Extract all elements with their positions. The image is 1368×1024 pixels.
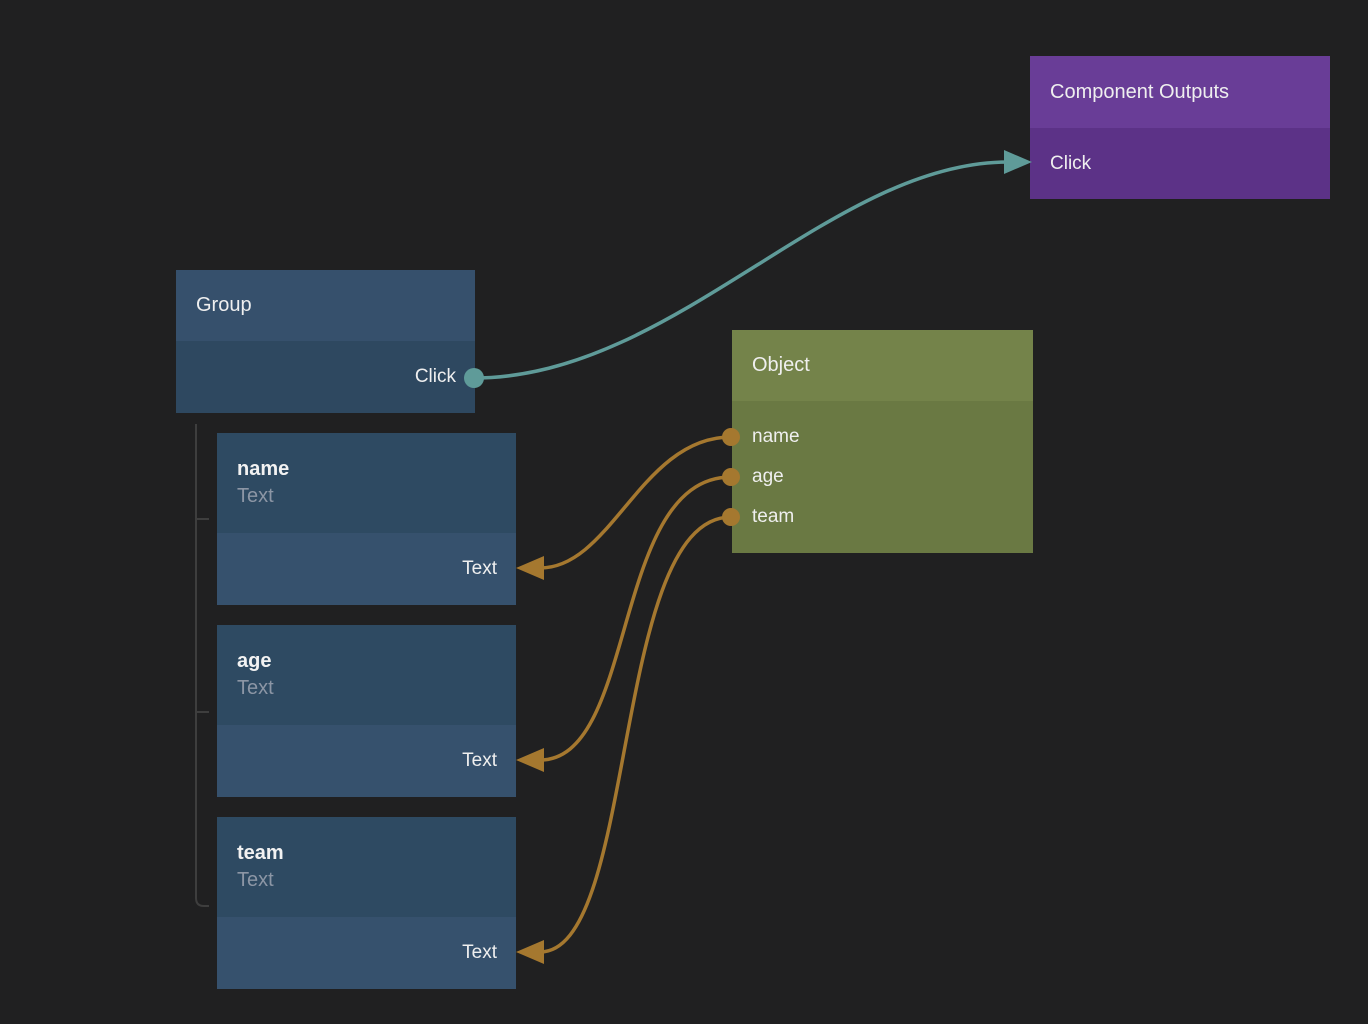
object-output-label-age: age bbox=[752, 466, 784, 487]
node-component-outputs[interactable]: Component Outputs Click bbox=[1030, 56, 1330, 199]
node-prop-age[interactable]: age Text Text bbox=[217, 625, 516, 797]
component-outputs-click-input-label: Click bbox=[1050, 152, 1092, 174]
node-object[interactable]: Object name age team bbox=[732, 330, 1033, 553]
node-prop-team-title: team bbox=[237, 842, 284, 864]
object-output-label-name: name bbox=[752, 426, 800, 447]
edge-object-age-path bbox=[539, 475, 732, 762]
prop-age-input-row: Text bbox=[217, 725, 516, 797]
node-prop-age-header: age Text bbox=[217, 625, 516, 725]
node-object-title: Object bbox=[752, 354, 810, 376]
object-output-label-team: team bbox=[752, 506, 795, 527]
edge-object-age-to-prop-age[interactable] bbox=[516, 475, 732, 772]
node-prop-name[interactable]: name Text Text bbox=[217, 433, 516, 605]
node-prop-team[interactable]: team Text Text bbox=[217, 817, 516, 989]
node-object-ports: name age team bbox=[732, 401, 1033, 553]
node-group-output-row: Click bbox=[176, 341, 475, 413]
node-prop-age-type: Text bbox=[237, 677, 274, 699]
component-outputs-click-input-row: Click bbox=[1030, 128, 1330, 199]
edge-object-name-to-prop-name[interactable] bbox=[516, 435, 732, 580]
node-component-outputs-header: Component Outputs bbox=[1030, 56, 1330, 128]
prop-name-input-row: Text bbox=[217, 533, 516, 605]
node-prop-name-type: Text bbox=[237, 485, 274, 507]
group-click-output-label: Click bbox=[414, 366, 456, 387]
node-prop-team-header: team Text bbox=[217, 817, 516, 917]
node-group[interactable]: Group Click bbox=[176, 270, 475, 413]
object-output-row-name: name bbox=[732, 417, 1033, 457]
edge-object-age-arrowhead-icon bbox=[516, 748, 544, 772]
prop-team-input-row: Text bbox=[217, 917, 516, 989]
node-prop-name-header: name Text bbox=[217, 433, 516, 533]
edge-object-team-arrowhead-icon bbox=[516, 940, 544, 964]
node-component-outputs-title: Component Outputs bbox=[1050, 80, 1229, 103]
prop-team-input-label: Text bbox=[462, 942, 497, 963]
prop-age-input-label: Text bbox=[462, 750, 497, 771]
node-group-header: Group bbox=[176, 270, 475, 341]
edge-group-click-arrowhead-icon bbox=[1004, 150, 1032, 174]
edge-object-name-arrowhead-icon bbox=[516, 556, 544, 580]
object-output-row-age: age bbox=[732, 457, 1033, 497]
tree-connector-line bbox=[195, 424, 209, 907]
edge-object-name-path bbox=[539, 435, 732, 570]
node-prop-team-type: Text bbox=[237, 869, 274, 891]
node-object-header: Object bbox=[732, 330, 1033, 401]
edge-object-team-path bbox=[539, 515, 732, 954]
node-group-title: Group bbox=[196, 294, 252, 316]
edge-object-team-to-prop-team[interactable] bbox=[516, 515, 732, 964]
prop-name-input-label: Text bbox=[462, 558, 497, 579]
node-prop-age-title: age bbox=[237, 650, 272, 672]
node-prop-name-title: name bbox=[237, 458, 290, 480]
object-output-row-team: team bbox=[732, 497, 1033, 537]
